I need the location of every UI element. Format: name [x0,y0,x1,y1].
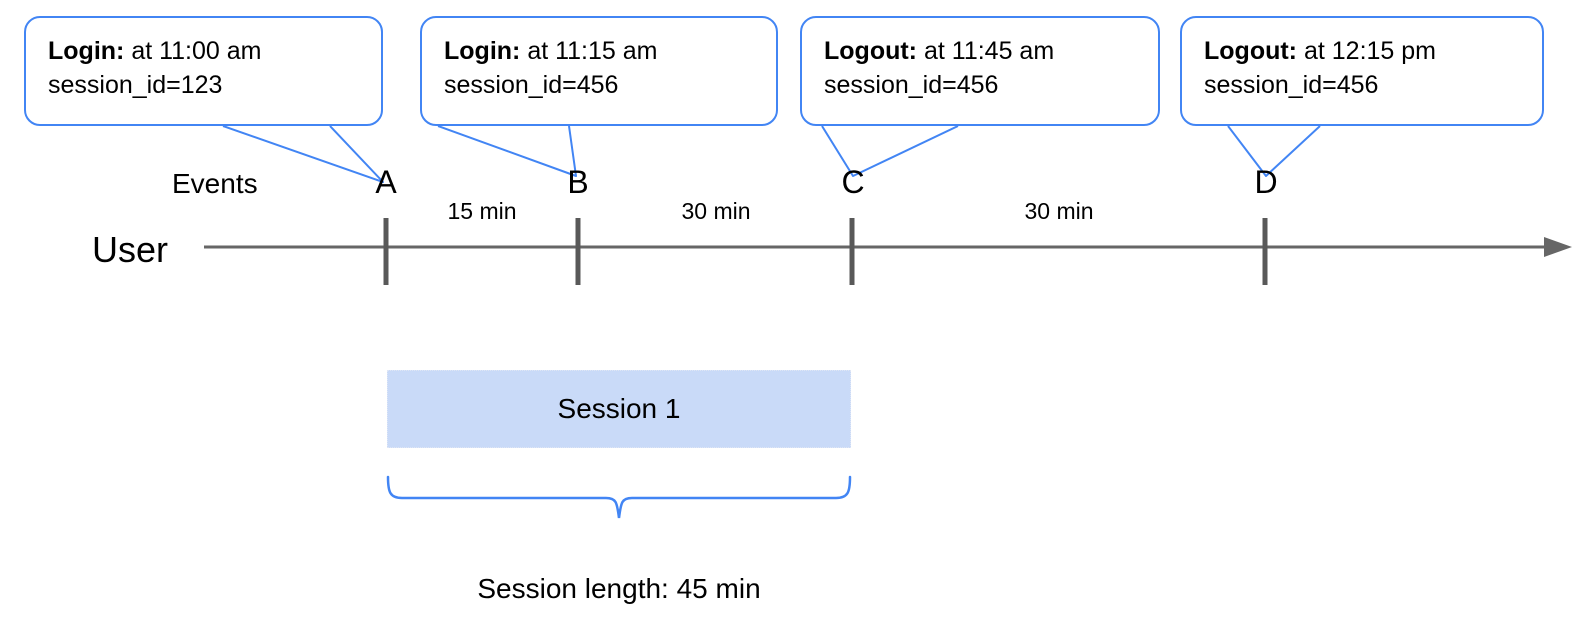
callout-a-event-type: Login: [48,37,125,65]
callout-d-event-time: at 12:15 pm [1303,37,1436,65]
timeline-axis [204,218,1572,285]
callout-c-event-type: Logout: [824,37,918,65]
callout-a-event-time: at 11:00 am [131,37,262,65]
session-bar-label: Session 1 [557,393,681,424]
event-callout-b: Login: at 11:15 am session_id=456 [420,16,778,126]
axis-arrowhead [1544,237,1572,257]
session-bar: Session 1 [387,370,851,448]
callout-d-session-id: session_id=456 [1204,71,1379,99]
event-marker-label-a: A [375,164,397,200]
events-lane-label: Events [172,168,258,199]
event-callout-a: Login: at 11:00 am session_id=123 [24,16,383,126]
callout-a-line1: Login: at 11:00 am [48,34,363,68]
callout-a-session-id: session_id=123 [48,71,223,99]
event-marker-label-b: B [567,164,589,200]
interval-label-c-d: 30 min [1024,198,1094,224]
callout-b-event-type: Login: [444,37,521,65]
callout-c-event-time: at 11:45 am [923,37,1055,65]
callout-c-line1: Logout: at 11:45 am [824,34,1140,68]
event-callout-d: Logout: at 12:15 pm session_id=456 [1180,16,1544,126]
event-callout-c: Logout: at 11:45 am session_id=456 [800,16,1160,126]
session-length-caption: Session length: 45 min [477,573,761,604]
callout-d-event-type: Logout: [1204,37,1298,65]
event-marker-label-c: C [841,164,865,200]
callout-c-session-id: session_id=456 [824,71,999,99]
interval-label-a-b: 15 min [447,198,517,224]
callout-b-session-id: session_id=456 [444,71,619,99]
event-marker-label-d: D [1254,164,1278,200]
interval-label-b-c: 30 min [681,198,751,224]
callout-b-line1: Login: at 11:15 am [444,34,758,68]
callout-b-event-time: at 11:15 am [527,37,658,65]
callout-d-line1: Logout: at 12:15 pm [1204,34,1524,68]
user-lane-label: User [92,229,169,270]
